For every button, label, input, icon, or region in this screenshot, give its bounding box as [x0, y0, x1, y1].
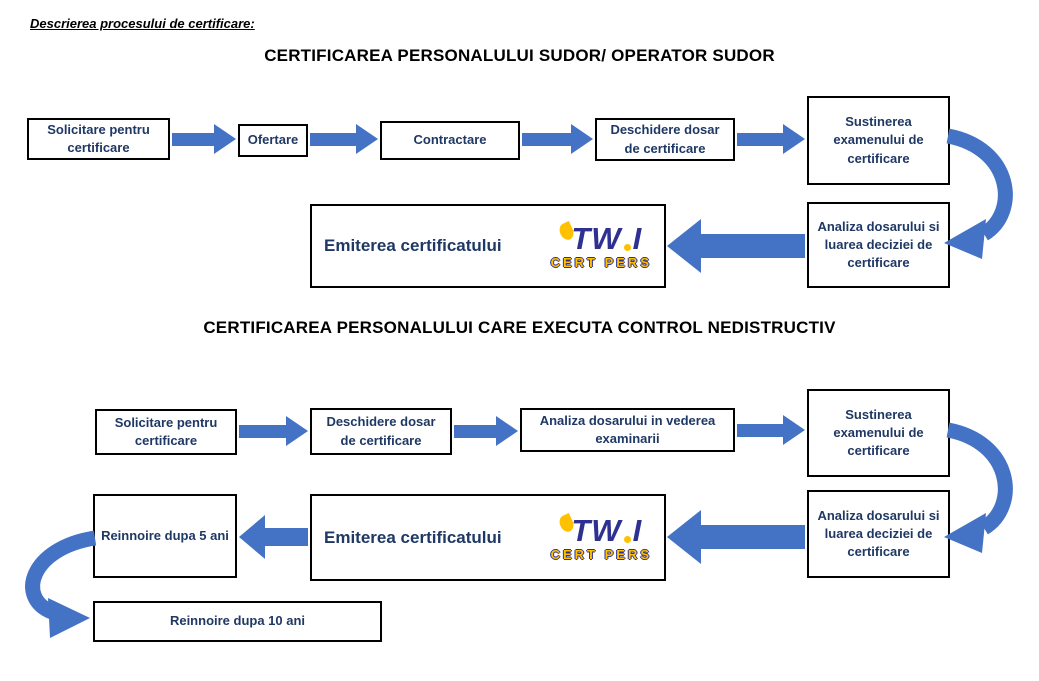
box-label: Contractare	[413, 132, 487, 148]
box-label: Sustinerea examenului de certificare	[833, 406, 924, 459]
flow1-title: CERTIFICAREA PERSONALULUI SUDOR/ OPERATO…	[264, 46, 775, 65]
logo-dot-icon	[623, 244, 631, 251]
logo-top-row: TW I	[557, 512, 642, 546]
flow2-box-deschidere-dosar: Deschidere dosar de certificare	[310, 408, 452, 455]
arrow-shaft	[737, 423, 783, 437]
logo-twi-left: TW	[571, 512, 622, 548]
flow2-arrow-2-right	[454, 416, 518, 446]
flow1-box-analiza-dosarului: Analiza dosarului si luarea deciziei de …	[807, 202, 950, 288]
box-label: Solicitare pentru certificare	[47, 121, 150, 155]
twi-cert-pers-logo: TW I CERT PERS	[550, 221, 652, 270]
arrow-head-right-icon	[496, 416, 518, 446]
arrow-head-right-icon	[571, 124, 593, 154]
flow1-box-emiterea-certificatului: Emiterea certificatului TW I CERT PERS	[310, 204, 666, 288]
logo-twi-left: TW	[571, 221, 622, 256]
flow2-arrow-left-to-reinnoire	[239, 515, 308, 559]
logo-twi-text: TW I	[571, 223, 642, 254]
arrow-shaft	[701, 525, 805, 549]
arrow-head-left-icon	[667, 510, 701, 564]
arrow-head-right-icon	[214, 124, 236, 154]
arrow-shaft	[522, 132, 571, 146]
flow2-box-reinnoire-5-ani: Reinnoire dupa 5 ani	[93, 494, 237, 578]
flow1-box-ofertare: Ofertare	[238, 124, 308, 157]
flow2-arrow-3-right	[737, 415, 805, 445]
page-heading: Descrierea procesului de certificare:	[30, 16, 255, 31]
curved-arrow-shaft	[25, 530, 97, 619]
flow1-arrow-3-right	[522, 124, 593, 154]
logo-twi-right: I	[632, 512, 643, 548]
arrow-head-right-icon	[783, 124, 805, 154]
logo-dot-icon	[623, 535, 631, 543]
box-label: Emiterea certificatului	[324, 236, 502, 256]
flow1-box-sustinerea-examenului: Sustinerea examenului de certificare	[807, 96, 950, 185]
flow2-box-analiza-vederea-examinarii: Analiza dosarului in vederea examinarii	[520, 408, 735, 452]
arrow-shaft	[701, 234, 805, 258]
flow1-box-solicitare: Solicitare pentru certificare	[27, 118, 170, 160]
arrow-head-left-icon	[944, 513, 986, 553]
box-label: Analiza dosarului in vederea examinarii	[539, 412, 716, 446]
box-label: Deschidere dosar de certificare	[610, 122, 720, 156]
flow2-arrow-left-to-emitere	[667, 510, 805, 564]
flow2-box-solicitare: Solicitare pentru certificare	[95, 409, 237, 455]
box-label: Reinnoire dupa 5 ani	[101, 527, 229, 543]
arrow-head-left-icon	[239, 515, 265, 559]
flow2-box-emiterea-certificatului: Emiterea certificatului TW I CERT PERS	[310, 494, 666, 581]
flow1-arrow-4-right	[737, 124, 805, 154]
arrow-shaft	[172, 132, 214, 146]
curved-arrow-shaft	[946, 422, 1013, 535]
box-label: Analiza dosarului si luarea deciziei de …	[817, 507, 940, 560]
flow2-box-reinnoire-10-ani: Reinnoire dupa 10 ani	[93, 601, 382, 642]
box-label: Deschidere dosar de certificare	[326, 414, 436, 448]
flow2-curved-arrow-down-left	[25, 530, 97, 638]
box-label: Sustinerea examenului de certificare	[833, 114, 924, 166]
flow2-title: CERTIFICAREA PERSONALULUI CARE EXECUTA C…	[203, 318, 836, 337]
flow1-curved-arrow-down-right	[944, 128, 1013, 259]
logo-cert-pers-text: CERT PERS	[550, 546, 652, 562]
arrow-shaft	[310, 132, 356, 146]
flow1-arrow-left-to-emitere	[667, 219, 805, 273]
flow2-box-sustinerea-examenului: Sustinerea examenului de certificare	[807, 389, 950, 477]
logo-top-row: TW I	[557, 221, 642, 254]
flow2-arrow-1-right	[239, 416, 308, 446]
curved-arrow-shaft	[946, 128, 1013, 241]
arrow-head-right-icon	[783, 415, 805, 445]
logo-twi-text: TW I	[571, 515, 642, 546]
flow1-box-contractare: Contractare	[380, 121, 520, 160]
box-label: Solicitare pentru certificare	[114, 414, 218, 448]
flow1-arrow-2-right	[310, 124, 378, 154]
arrow-head-left-icon	[944, 219, 986, 259]
flow1-box-deschidere-dosar: Deschidere dosar de certificare	[595, 118, 735, 161]
arrow-shaft	[737, 132, 783, 146]
box-label: Analiza dosarului si luarea deciziei de …	[817, 218, 940, 271]
flow2-box-analiza-dosarului: Analiza dosarului si luarea deciziei de …	[807, 490, 950, 578]
box-label: Reinnoire dupa 10 ani	[169, 613, 306, 629]
arrow-shaft	[239, 424, 286, 438]
arrow-head-right-icon	[48, 598, 90, 638]
flow1-arrow-1-right	[172, 124, 236, 154]
arrow-head-right-icon	[286, 416, 308, 446]
logo-twi-right: I	[632, 221, 643, 256]
box-label: Emiterea certificatului	[324, 527, 502, 547]
twi-cert-pers-logo: TW I CERT PERS	[550, 512, 652, 562]
arrow-shaft	[454, 424, 496, 438]
box-label: Ofertare	[247, 132, 299, 148]
logo-cert-pers-text: CERT PERS	[550, 255, 652, 270]
arrow-head-right-icon	[356, 124, 378, 154]
arrow-shaft	[265, 528, 308, 546]
flow2-curved-arrow-down-right	[944, 422, 1013, 553]
arrow-head-left-icon	[667, 219, 701, 273]
